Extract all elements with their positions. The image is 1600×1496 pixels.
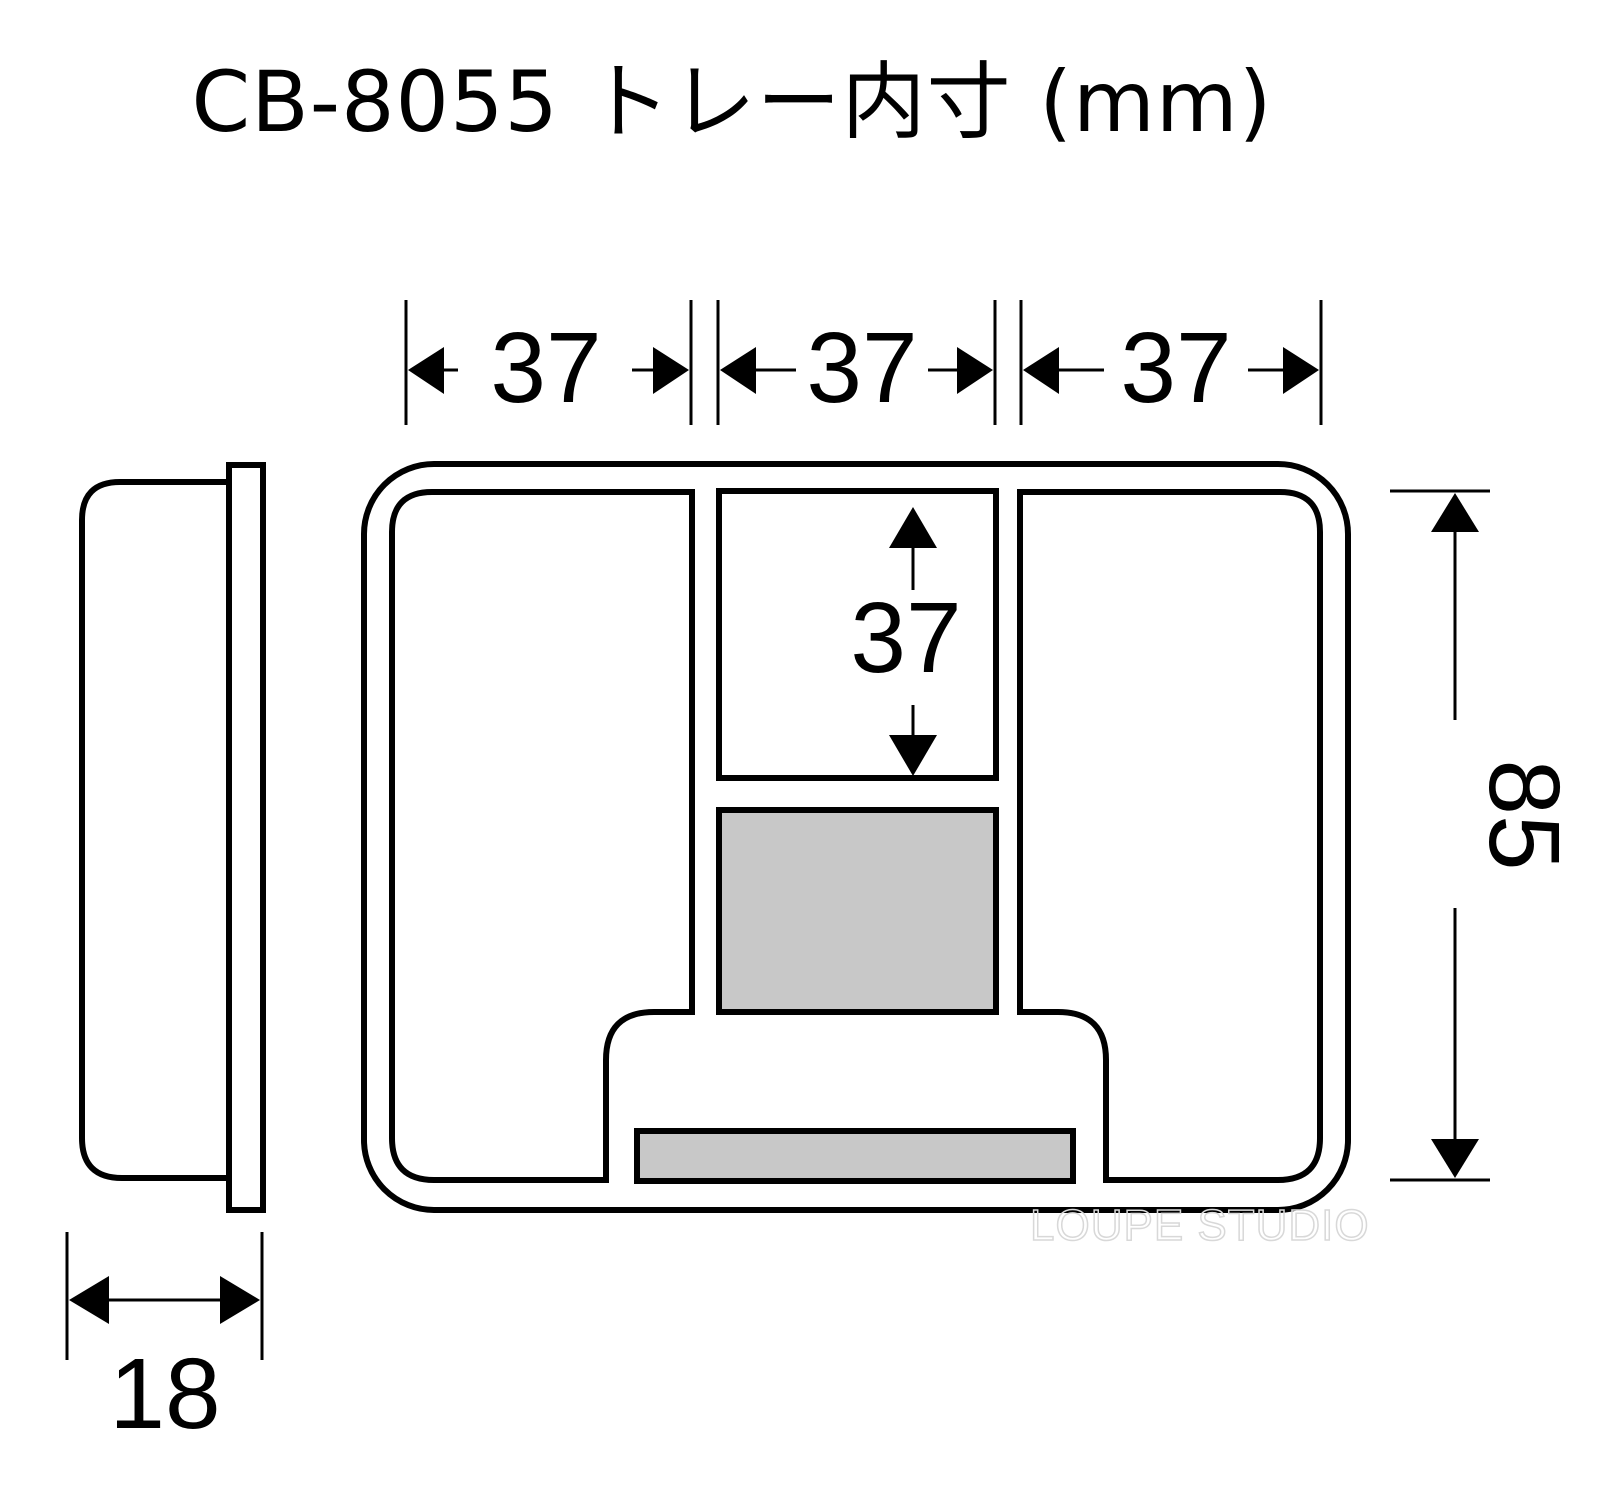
width-label-1: 37	[490, 312, 601, 424]
diagram-title: CB-8055 トレー内寸 (mm)	[191, 53, 1273, 151]
arrow-down-icon	[1431, 1139, 1479, 1178]
middle-depth-label: 37	[850, 582, 961, 694]
watermark: LOUPE STUDIO	[1030, 1201, 1370, 1250]
width-dimensions	[404, 300, 1323, 425]
arrow-up-icon	[1431, 493, 1479, 532]
arrow-left-icon	[1023, 347, 1059, 394]
arrow-up-icon	[889, 507, 937, 548]
side-view-body	[79, 479, 229, 1181]
arrow-left-icon	[720, 347, 756, 394]
middle-shaded-compartment	[716, 807, 999, 1015]
front-label-slot	[634, 1128, 1076, 1184]
arrow-right-icon	[1283, 347, 1319, 394]
arrow-right-icon	[653, 347, 689, 394]
arrow-left-icon	[69, 1276, 109, 1324]
width-label-2: 37	[806, 312, 917, 424]
height-label: 18	[109, 1338, 220, 1450]
depth-label: 85	[1468, 759, 1580, 870]
width-label-3: 37	[1120, 312, 1231, 424]
side-view-rim	[226, 462, 266, 1213]
width-dimension-arrows	[408, 347, 1319, 394]
left-compartment	[389, 489, 695, 1183]
side-view	[79, 462, 266, 1213]
arrow-down-icon	[889, 735, 937, 776]
height-dimension: 18	[65, 1232, 264, 1450]
middle-top-compartment	[716, 488, 999, 781]
middle-depth-dimension: 37	[850, 507, 962, 776]
right-compartment	[1017, 489, 1323, 1183]
arrow-right-icon	[957, 347, 993, 394]
tray-outer-rim	[361, 461, 1351, 1213]
arrow-right-icon	[220, 1276, 260, 1324]
depth-dimension: 85	[1390, 489, 1580, 1182]
arrow-left-icon	[408, 347, 444, 394]
top-view	[361, 461, 1351, 1213]
